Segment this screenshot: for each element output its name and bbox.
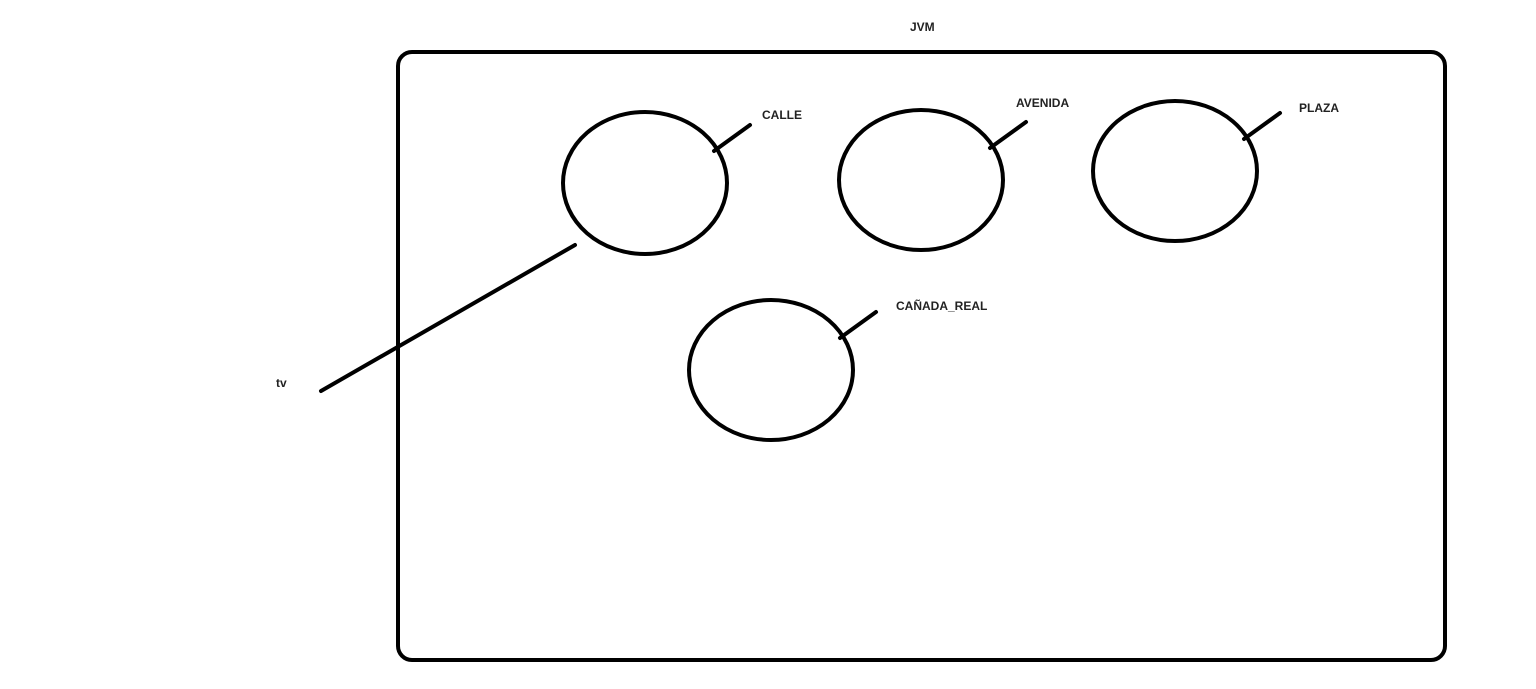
jvm-label: JVM	[910, 20, 935, 34]
calle-object-circle	[561, 110, 729, 256]
tv-label: tv	[276, 376, 287, 390]
canada-real-object-circle	[687, 298, 855, 442]
jvm-box	[396, 50, 1447, 662]
plaza-object-circle	[1091, 99, 1259, 243]
avenida-object-circle	[837, 108, 1005, 252]
avenida-label: AVENIDA	[1016, 96, 1069, 110]
avenida-label-connector	[988, 120, 1028, 150]
calle-label-connector	[712, 123, 752, 153]
tv-reference-line	[319, 243, 577, 393]
calle-label: CALLE	[762, 108, 802, 122]
canada-real-label-connector	[838, 310, 878, 340]
plaza-label: PLAZA	[1299, 101, 1339, 115]
canada-real-label: CAÑADA_REAL	[896, 298, 987, 313]
plaza-label-connector	[1242, 111, 1282, 141]
